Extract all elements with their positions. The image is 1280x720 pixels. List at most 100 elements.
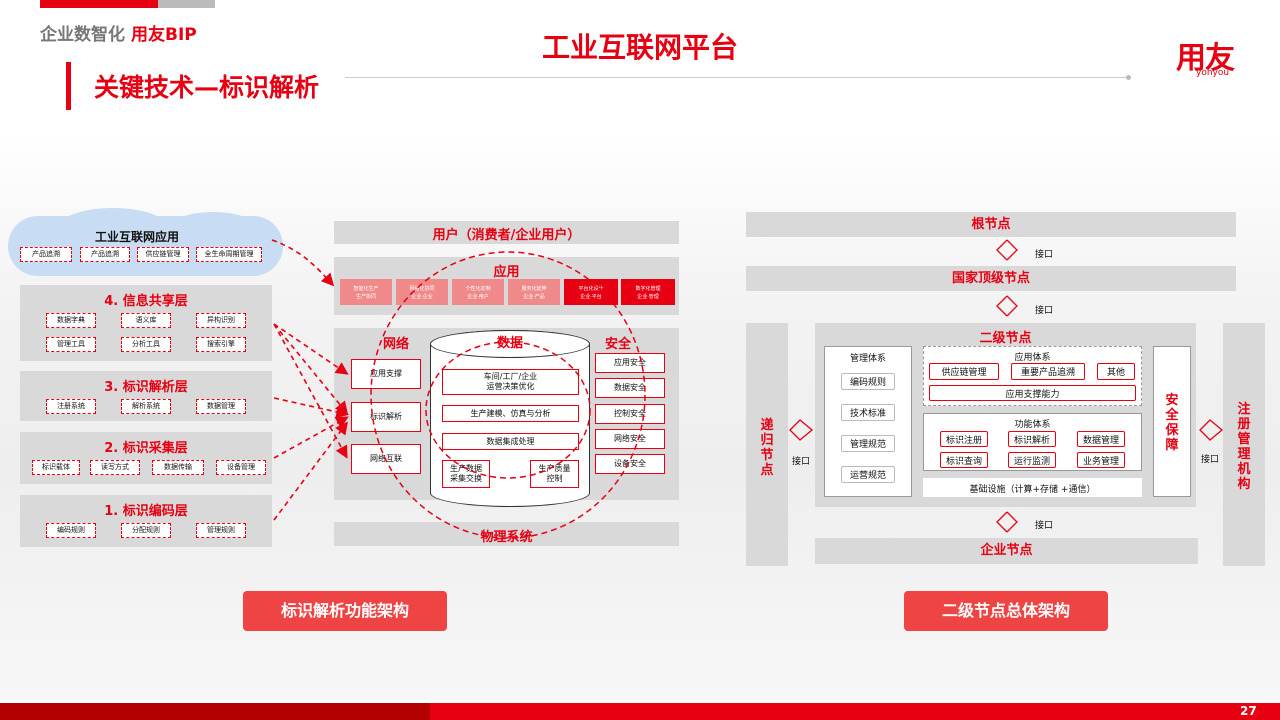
app-tile: 数字化管理企业·管理	[621, 279, 675, 305]
management-item: 编码规则	[841, 373, 895, 390]
application-system-title: 应用体系	[1014, 353, 1051, 363]
network-title: 网络	[382, 337, 409, 352]
cloud-item: 产品追溯	[80, 247, 130, 262]
security-guarantee-label: 安全保障	[1165, 393, 1179, 453]
layer-collection: 2. 标识采集层 标识载体 读写方式 数据传输 设备管理	[20, 432, 272, 484]
layer-item: 数据管理	[196, 399, 246, 414]
function-item: 标识注册	[940, 431, 988, 447]
app-tile: 智能化生产生产协同	[340, 279, 392, 305]
security-item: 应用安全	[595, 353, 665, 373]
physical-bar-label: 物理系统	[480, 530, 533, 545]
security-item: 控制安全	[595, 404, 665, 424]
brand-text: 企业数智化用友BIP	[40, 25, 197, 45]
footer-red-bar	[430, 703, 1280, 720]
application-item: 供应链管理	[929, 363, 999, 380]
layer-item: 读写方式	[90, 460, 140, 475]
layer-item: 分配规则	[121, 523, 171, 538]
enterprise-node: 企业节点	[815, 538, 1198, 564]
layer-title: 4. 信息共享层	[104, 294, 188, 309]
layer-item: 语义库	[121, 313, 171, 328]
layer-item: 标识载体	[32, 460, 80, 475]
cloud-title: 工业互联网应用	[94, 230, 179, 244]
interface-label: 接口	[1035, 521, 1054, 531]
physical-bar: 物理系统	[334, 522, 679, 546]
layer-title: 2. 标识采集层	[104, 441, 188, 456]
layer-item: 设备管理	[216, 460, 266, 475]
layer-title: 1. 标识编码层	[104, 504, 188, 519]
user-bar-label: 用户（消费者/企业用户）	[432, 228, 581, 243]
page-number: 27	[1240, 704, 1257, 718]
root-node: 根节点	[746, 212, 1236, 237]
security-item: 设备安全	[595, 454, 665, 474]
data-title: 数据	[496, 336, 523, 351]
cloud-shape	[8, 208, 283, 276]
application-support: 应用支撑能力	[929, 385, 1136, 401]
interface-label: 接口	[1035, 250, 1054, 260]
interface-label: 接口	[1201, 455, 1220, 465]
data-item: 生产质量 控制	[530, 460, 579, 488]
application-item: 其他	[1097, 363, 1135, 380]
layer-item: 注册系统	[46, 399, 96, 414]
layer-info-share: 4. 信息共享层 数据字典 语义库 异构识别 管理工具 分析工具 搜索引擎	[20, 285, 272, 361]
network-item: 应用支撑	[351, 359, 421, 389]
national-top-node: 国家顶级节点	[746, 266, 1236, 291]
security-item: 数据安全	[595, 378, 665, 398]
app-panel-title: 应用	[493, 265, 520, 280]
layer-item: 数据字典	[46, 313, 96, 328]
interface-label: 接口	[792, 457, 811, 467]
app-tile: 平台化设计企业·平台	[564, 279, 618, 305]
cloud-item: 全生命周期管理	[196, 247, 262, 262]
security-item: 网络安全	[595, 429, 665, 449]
data-item: 车间/工厂/企业 运营决策优化	[442, 369, 579, 395]
app-tile: 个性化定制企业·用户	[452, 279, 504, 305]
layer-item: 管理规则	[196, 523, 246, 538]
management-system-title: 管理体系	[849, 354, 886, 364]
subtitle-rule-dot	[1126, 75, 1131, 80]
caption-function-architecture: 标识解析功能架构	[243, 591, 447, 631]
infrastructure-label: 基础设施（计算+存储 +通信）	[969, 485, 1096, 495]
security-guarantee-panel	[1153, 346, 1191, 497]
user-bar: 用户（消费者/企业用户）	[334, 221, 679, 244]
network-item: 标识解析	[351, 402, 421, 432]
cloud-item: 供应链管理	[137, 247, 189, 262]
layer-item: 管理工具	[46, 337, 96, 352]
layer-resolution: 3. 标识解析层 注册系统 解析系统 数据管理	[20, 371, 272, 421]
recursive-node-label: 递归节点	[760, 418, 774, 478]
interface-label: 接口	[1035, 306, 1054, 316]
secondary-node-title: 二级节点	[979, 331, 1032, 346]
function-item: 业务管理	[1077, 452, 1125, 468]
function-item: 标识解析	[1008, 431, 1056, 447]
data-item: 生产建模、仿真与分析	[442, 405, 579, 422]
management-item: 管理规范	[841, 435, 895, 452]
layer-item: 异构识别	[196, 313, 246, 328]
function-item: 运行监测	[1008, 452, 1056, 468]
infrastructure-panel	[923, 478, 1142, 497]
network-item: 网络互联	[351, 444, 421, 474]
layer-title: 3. 标识解析层	[104, 380, 188, 395]
top-accent-bar	[40, 0, 158, 8]
cloud-item: 产品追溯	[20, 247, 72, 262]
yonyou-logo-en: yonyou	[1196, 68, 1230, 78]
data-item: 生产数据 采集交换	[442, 460, 490, 488]
function-item: 标识查询	[940, 452, 988, 468]
footer-dark-bar	[0, 703, 430, 720]
registry-label: 注册管理机构	[1237, 402, 1251, 492]
section-subtitle: 关键技术—标识解析	[94, 73, 320, 102]
app-tile: 网络化协同企业·企业	[396, 279, 448, 305]
layer-encoding: 1. 标识编码层 编码规则 分配规则 管理规则	[20, 495, 272, 547]
layer-item: 数据传输	[152, 460, 204, 475]
yonyou-logo: 用友	[1176, 41, 1235, 76]
management-item: 技术标准	[841, 404, 895, 421]
application-item: 重要产品追溯	[1011, 363, 1085, 380]
layer-item: 解析系统	[121, 399, 171, 414]
function-system-title: 功能体系	[1014, 420, 1051, 430]
layer-item: 搜索引擎	[196, 337, 246, 352]
top-gray-bar	[158, 0, 215, 8]
subtitle-bar	[66, 62, 71, 110]
registry-panel	[1223, 323, 1265, 566]
management-item: 运营规范	[841, 466, 895, 483]
page-title: 工业互联网平台	[541, 31, 738, 64]
caption-secondary-node-architecture: 二级节点总体架构	[904, 591, 1108, 631]
security-title: 安全	[604, 337, 631, 352]
data-item: 数据集成处理	[442, 433, 579, 450]
